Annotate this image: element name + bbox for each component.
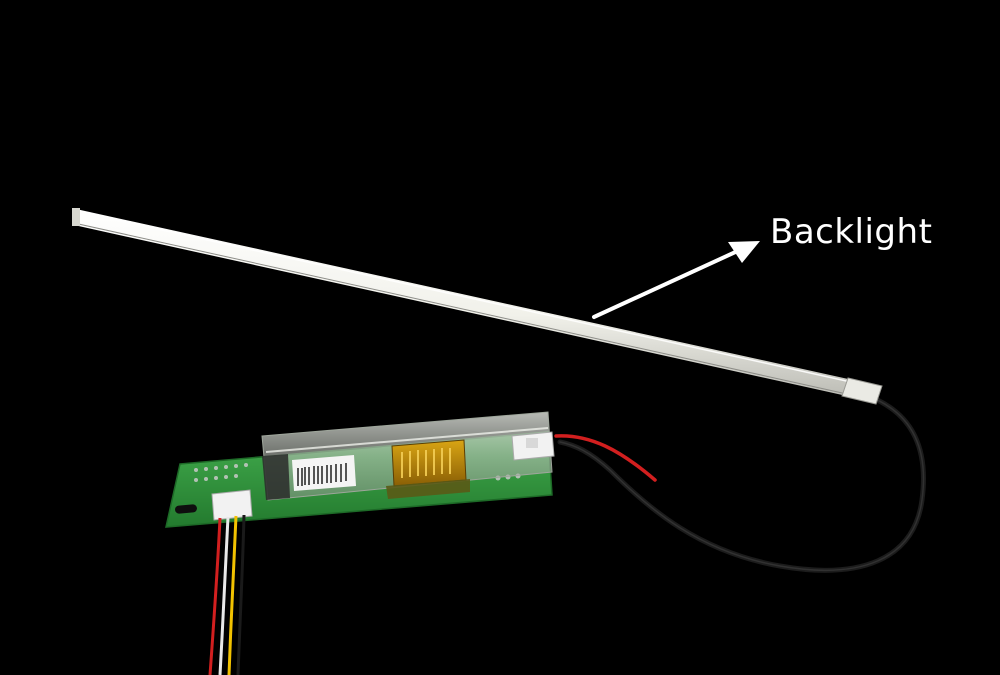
callout-arrow: [592, 241, 760, 319]
connector-cable: [554, 393, 926, 573]
backlight-label: Backlight: [770, 212, 933, 252]
inverter-board: [165, 411, 555, 675]
backlight-tube: [72, 208, 883, 405]
